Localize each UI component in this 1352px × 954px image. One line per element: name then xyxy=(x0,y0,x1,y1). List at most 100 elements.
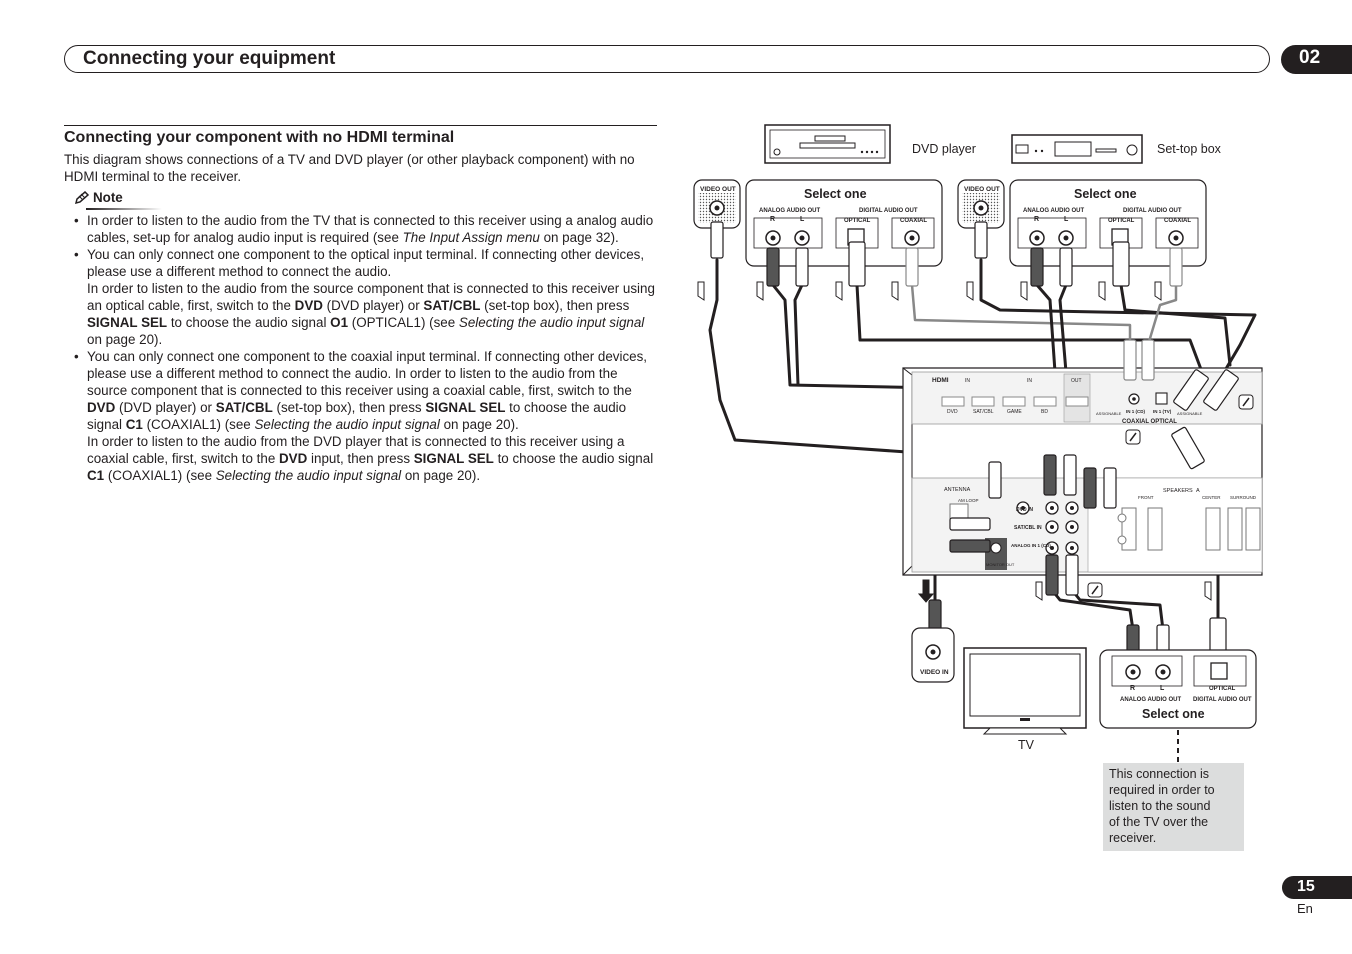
bullet-text: In order to listen to the audio from the… xyxy=(87,212,659,246)
text-run: on page 32). xyxy=(539,230,619,245)
reference-title: Selecting the audio input signal xyxy=(458,315,645,330)
note-heading: Note xyxy=(74,190,123,205)
text-run: (DVD player) or xyxy=(322,298,424,313)
text-run: (OPTICAL1) (see xyxy=(348,315,459,330)
receiver-front-label: FRONT xyxy=(1138,495,1154,500)
bold-term: DVD xyxy=(294,298,323,313)
receiver-assignable-label-2: ASSIGNABLE xyxy=(1177,411,1203,416)
dvd-select-one-label: Select one xyxy=(804,187,867,201)
note-bullet: •You can only connect one component to t… xyxy=(74,348,659,484)
text-run: to choose the audio signal xyxy=(167,315,331,330)
receiver-satcbl-in-label: SAT/CBL IN xyxy=(1014,525,1042,531)
chapter-number-badge: 02 xyxy=(1281,45,1352,74)
reference-title: Selecting the audio input signal xyxy=(254,417,440,432)
bullet-text: You can only connect one component to th… xyxy=(87,348,659,484)
bullet-paragraph: In order to listen to the audio from the… xyxy=(87,280,659,348)
text-run: on page 20). xyxy=(87,332,163,347)
text-run: (set-top box), then press xyxy=(272,400,426,415)
text-run: on page 20). xyxy=(401,468,481,483)
bold-term: SIGNAL SEL xyxy=(413,451,494,466)
bold-term: SIGNAL SEL xyxy=(87,315,168,330)
callout-line-3: listen to the sound xyxy=(1109,799,1211,813)
receiver-monitor-out-label: MONITOR OUT xyxy=(986,562,1015,567)
bold-term: O1 xyxy=(330,315,349,330)
callout-line-4: of the TV over the xyxy=(1109,815,1208,829)
callout-text: This connection is required in order to … xyxy=(1109,767,1218,845)
pencil-note-icon xyxy=(74,190,90,204)
section-heading: Connecting your component with no HDMI t… xyxy=(64,129,455,146)
receiver-opt-in-label: IN 1 (TV) xyxy=(1153,409,1172,414)
dvd-optical-label: OPTICAL xyxy=(844,218,871,224)
text-run: You can only connect one component to th… xyxy=(87,247,645,279)
receiver-antenna-label: ANTENNA xyxy=(944,487,971,493)
stb-r-label: R xyxy=(1034,216,1039,223)
bold-term: SAT/CBL xyxy=(423,298,481,313)
receiver-input-game: GAME xyxy=(1007,409,1022,415)
text-run: to choose the audio signal xyxy=(493,451,654,466)
dvd-player-label: DVD player xyxy=(912,142,976,156)
tv-analog-audio-out-label: ANALOG AUDIO OUT xyxy=(1120,697,1181,703)
bold-term: SIGNAL SEL xyxy=(425,400,506,415)
text-run: (set-top box), then press xyxy=(480,298,630,313)
stb-coaxial-label: COAXIAL xyxy=(1164,218,1191,224)
bold-term: C1 xyxy=(87,468,105,483)
text-run: to choose the audio signal xyxy=(87,400,627,432)
dvd-r-label: R xyxy=(770,216,775,223)
bullet-paragraph: In order to listen to the audio from the… xyxy=(87,212,659,246)
callout-line-2: required in order to xyxy=(1109,783,1215,797)
text-run: (COAXIAL1) (see xyxy=(104,468,216,483)
set-top-box-device xyxy=(1011,134,1143,164)
callout-line-5: receiver. xyxy=(1109,831,1156,845)
receiver-am-loop-label: AM LOOP xyxy=(958,498,979,503)
bold-term: C1 xyxy=(125,417,143,432)
chapter-title: Connecting your equipment xyxy=(83,48,336,69)
dvd-video-out-label: VIDEO OUT xyxy=(700,186,736,193)
bullet-text: You can only connect one component to th… xyxy=(87,246,659,348)
tv-device xyxy=(963,647,1087,735)
tv-optical-label: OPTICAL xyxy=(1209,686,1236,692)
stb-l-label: L xyxy=(1064,216,1069,223)
bullet-paragraph: You can only connect one component to th… xyxy=(87,246,659,280)
note-bullet-list: •In order to listen to the audio from th… xyxy=(74,212,659,484)
callout-box xyxy=(1103,763,1244,851)
receiver-hdmi-out-label: OUT xyxy=(1071,378,1082,384)
tv-digital-audio-out-label: DIGITAL AUDIO OUT xyxy=(1193,697,1252,703)
tv-label: TV xyxy=(1018,738,1035,752)
dvd-analog-audio-out-label: ANALOG AUDIO OUT xyxy=(759,208,820,214)
receiver-input-bd: BD xyxy=(1041,409,1048,415)
text-run: In order to listen to the audio from the… xyxy=(87,213,654,245)
note-marker-icon xyxy=(1087,394,1254,598)
receiver-hdmi-in-label-2: IN xyxy=(1027,378,1032,384)
stb-digital-audio-out-label: DIGITAL AUDIO OUT xyxy=(1123,208,1182,214)
reference-title: Selecting the audio input signal xyxy=(215,468,402,483)
source-plugs xyxy=(710,221,1183,287)
note-bullet: •You can only connect one component to t… xyxy=(74,246,659,348)
receiver-hdmi-in-label: IN xyxy=(965,378,970,384)
text-run: You can only connect one component to th… xyxy=(87,349,648,398)
tv-video-in-label: VIDEO IN xyxy=(920,669,949,676)
stb-analog-audio-out-label: ANALOG AUDIO OUT xyxy=(1023,208,1084,214)
callout-line-1: This connection is xyxy=(1109,767,1209,781)
reference-title: The Input Assign menu xyxy=(402,230,540,245)
dvd-l-label: L xyxy=(800,216,805,223)
receiver-coaxial-optical-label: COAXIAL OPTICAL xyxy=(1122,419,1177,425)
section-intro: This diagram shows connections of a TV a… xyxy=(64,152,635,184)
language-code: En xyxy=(1297,901,1313,916)
bold-term: DVD xyxy=(87,400,116,415)
stb-video-out-label: VIDEO OUT xyxy=(964,186,1000,193)
receiver-input-satcbl: SAT/CBL xyxy=(973,409,994,415)
text-run: input, then press xyxy=(307,451,414,466)
text-run: In order to listen to the audio from the… xyxy=(87,281,655,313)
receiver-assignable-label: ASSIGNABLE xyxy=(1096,411,1122,416)
connection-diagram: DVD player Set-top box VIDEO OUT Select … xyxy=(693,124,1263,851)
stb-video-out-panel xyxy=(957,179,1005,229)
note-bullet: •In order to listen to the audio from th… xyxy=(74,212,659,246)
receiver-analog-in-label: ANALOG IN 1 (CD) xyxy=(1011,543,1051,548)
receiver-plugs xyxy=(928,339,1239,666)
note-label: Note xyxy=(93,190,123,205)
chapter-header-bar: Connecting your equipment xyxy=(64,45,1270,73)
text-run: In order to listen to the audio from the… xyxy=(87,434,625,466)
dvd-player-device xyxy=(764,124,891,164)
bullet-paragraph: You can only connect one component to th… xyxy=(87,348,659,433)
dvd-coaxial-label: COAXIAL xyxy=(900,218,927,224)
